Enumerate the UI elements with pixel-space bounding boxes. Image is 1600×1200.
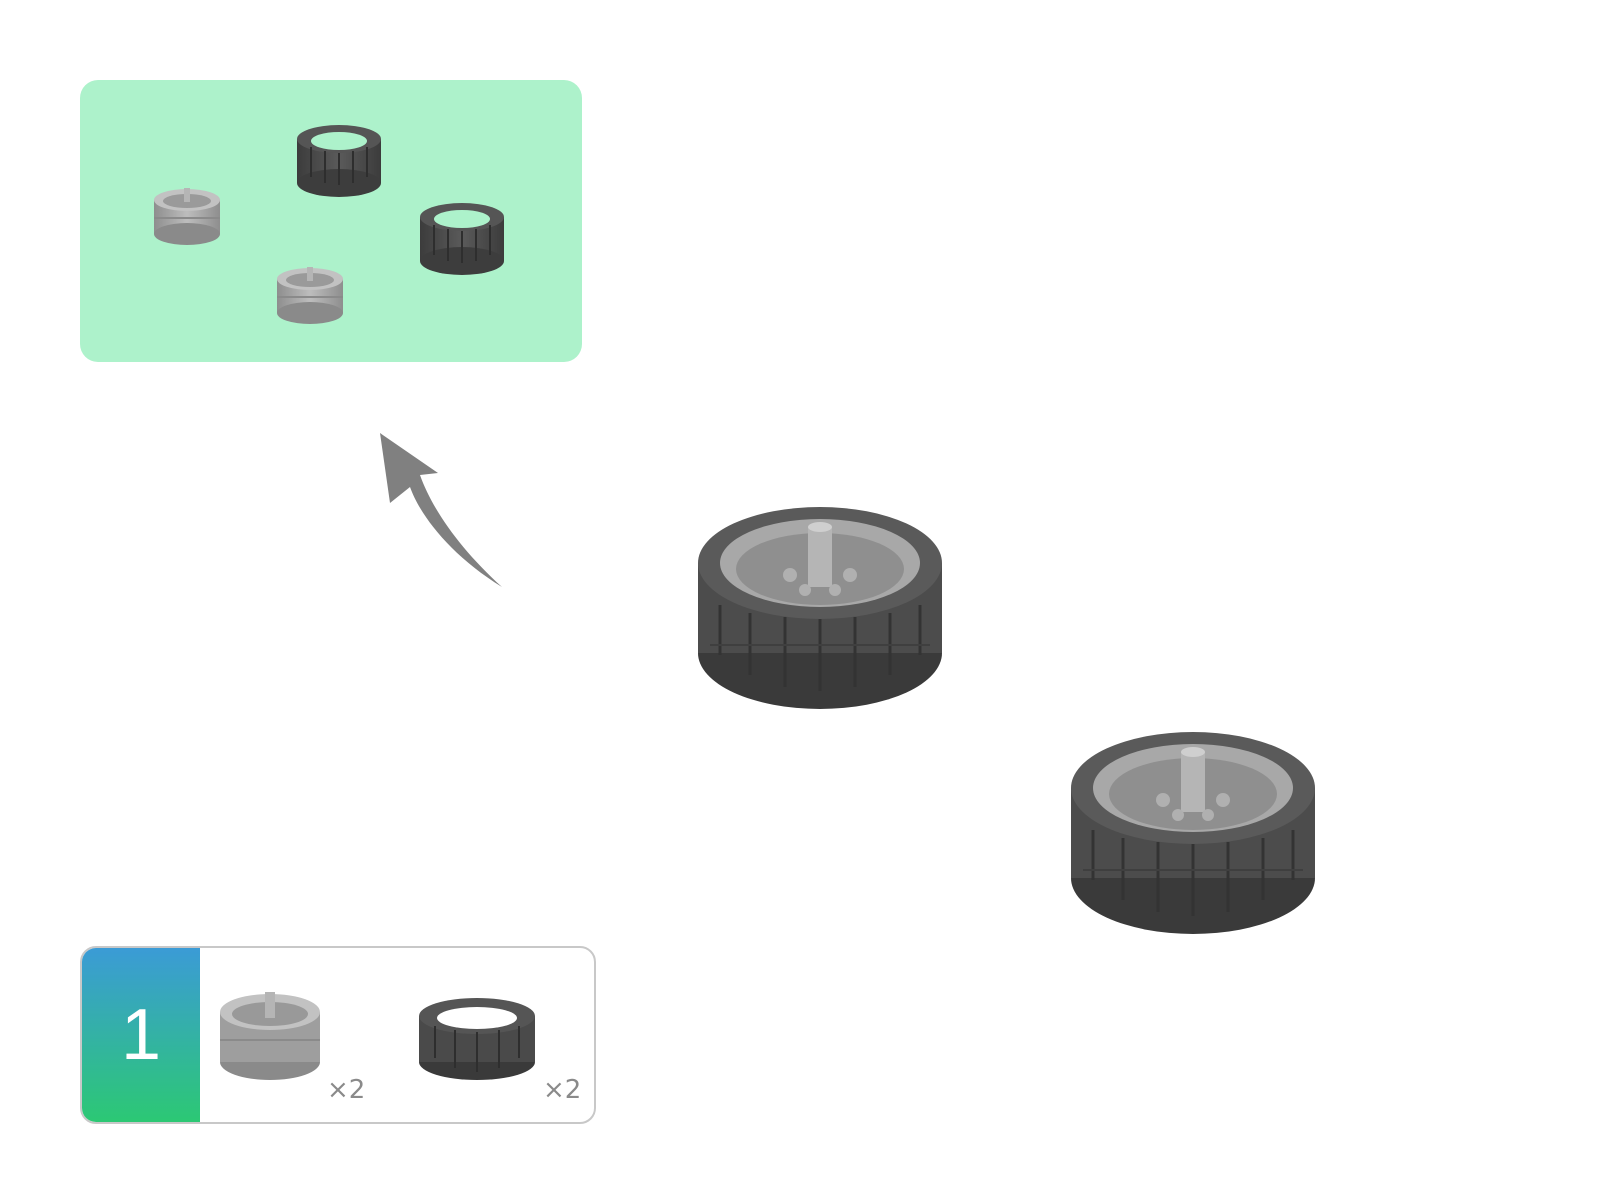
hub-quantity: ×2 (327, 1075, 366, 1105)
wheel-hub-icon (154, 188, 220, 245)
parts-preview-panel (80, 80, 582, 362)
step-number-badge: 1 (82, 948, 200, 1122)
assembled-wheel-icon (698, 507, 942, 709)
assembled-wheel-icon (1071, 732, 1315, 934)
wheel-hub-icon (220, 992, 320, 1080)
curved-arrow-icon (380, 433, 502, 587)
tire-quantity: ×2 (543, 1075, 582, 1105)
preview-illustration (80, 80, 582, 362)
panel-background (80, 80, 582, 362)
tire-icon (419, 998, 535, 1080)
parts-list-box: 1 ×2 ×2 (80, 946, 596, 1124)
tire-icon (297, 125, 381, 197)
tire-icon (420, 203, 504, 275)
wheel-hub-icon (277, 267, 343, 324)
